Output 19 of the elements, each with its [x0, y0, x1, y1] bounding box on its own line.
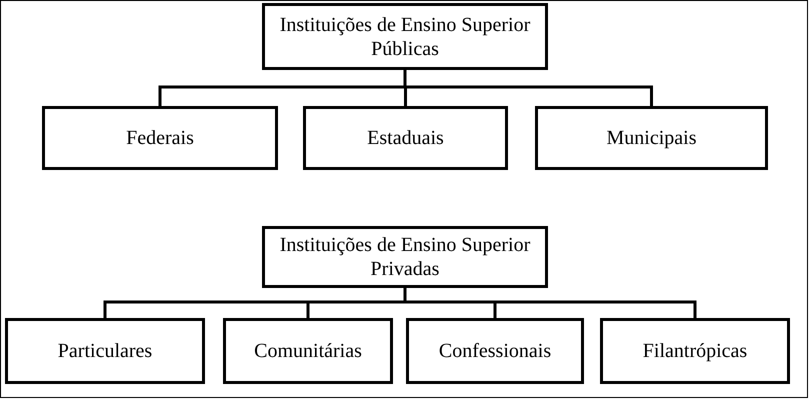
category-box [600, 318, 790, 384]
category-box [223, 318, 393, 384]
box-label: Instituições de Ensino Superior Privadas [278, 233, 532, 281]
box-label: Instituições de Ensino Superior Públicas [278, 12, 532, 60]
category-box [262, 3, 548, 70]
category-box [42, 106, 278, 170]
box-label: Federais [126, 126, 194, 150]
category-box [406, 318, 584, 384]
category-box [303, 106, 508, 170]
category-box [5, 318, 205, 384]
box-label: Comunitárias [254, 339, 362, 363]
connector-line [404, 288, 696, 318]
category-box [262, 226, 548, 288]
box-label: Estaduais [367, 126, 444, 150]
box-label: Filantrópicas [642, 339, 748, 363]
box-label: Particulares [58, 339, 152, 363]
category-box [535, 106, 768, 170]
box-label: Confessionais [438, 339, 552, 363]
box-label: Municipais [606, 126, 696, 150]
